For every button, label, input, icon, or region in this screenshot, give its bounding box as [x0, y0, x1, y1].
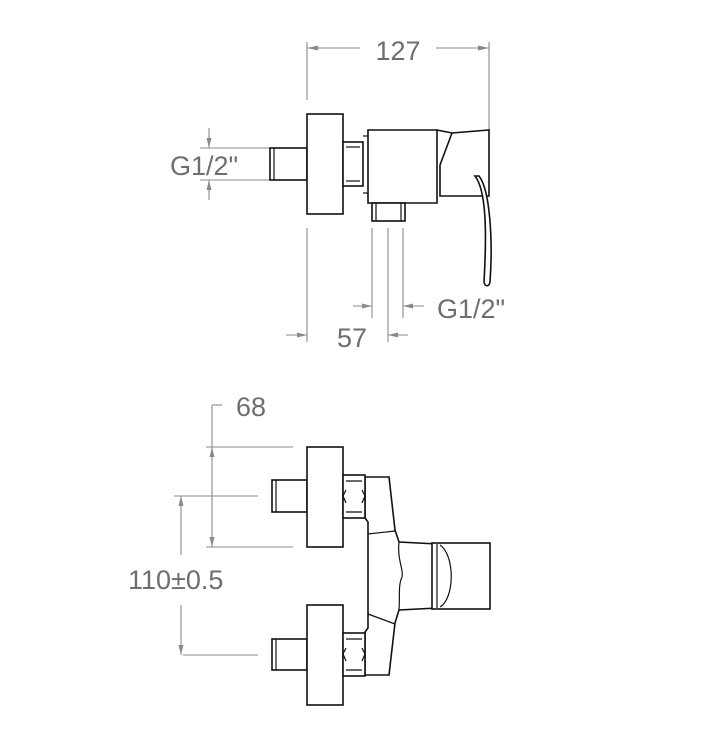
dimension-label-127: 127	[375, 36, 420, 66]
wall-flange-upper	[306, 446, 344, 548]
outlet-connector	[371, 202, 406, 222]
top-view: 127 G1/2"	[170, 36, 505, 353]
inlet-pipe-upper	[271, 479, 308, 513]
handle-cartridge	[431, 542, 491, 610]
dimension-110: 110±0.5	[128, 495, 258, 656]
front-view: 68 110±0.5	[128, 392, 491, 706]
inlet-pipe	[269, 147, 308, 181]
cartridge-arc	[436, 544, 452, 608]
dimension-label-outlet-thread: G1/2"	[437, 294, 505, 324]
valve-body	[367, 129, 438, 204]
hex-nut	[342, 141, 364, 187]
dimension-127: 127	[306, 36, 490, 130]
dimension-inlet-thread: G1/2"	[170, 128, 270, 200]
dimension-outlet: G1/2" 57	[286, 228, 505, 353]
dimension-label-68: 68	[236, 392, 266, 422]
dimension-label-57: 57	[337, 323, 367, 353]
dimension-68: 68	[206, 392, 293, 548]
dimension-label-110: 110±0.5	[128, 565, 223, 595]
valve-body	[364, 476, 438, 676]
handle-base	[436, 129, 490, 197]
dimension-label-inlet-thread: G1/2"	[170, 151, 238, 181]
inlet-pipe-lower	[271, 638, 308, 671]
wall-flange	[306, 113, 344, 215]
wall-flange-lower	[306, 604, 344, 706]
lever-handle	[473, 175, 492, 287]
